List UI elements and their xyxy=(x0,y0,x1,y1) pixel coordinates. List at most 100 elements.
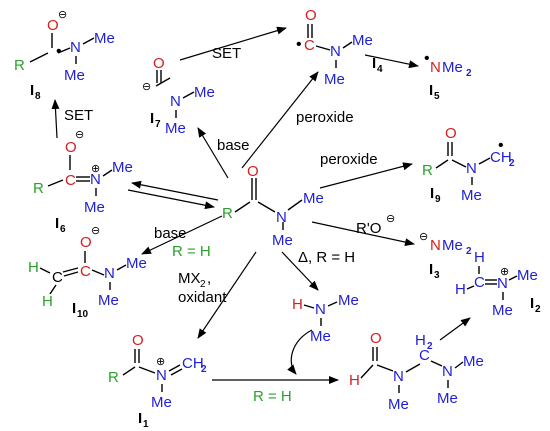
methyl-group: Me xyxy=(151,394,172,411)
condition-base-left: base xyxy=(154,225,187,242)
methyl-group: Me xyxy=(272,232,293,249)
intermediate-label: I xyxy=(530,295,534,312)
label-subscript: 7 xyxy=(155,119,161,130)
atom-oxygen: O xyxy=(370,330,382,347)
mx2-comma: , xyxy=(207,270,211,287)
atom-nitrogen: N xyxy=(90,171,101,188)
radical-dot: • xyxy=(424,50,430,67)
atom-r-group: R xyxy=(222,205,233,222)
plus-charge: ⊕ xyxy=(91,163,100,175)
mx2-subscript: 2 xyxy=(200,279,206,290)
atom-nitrogen: N xyxy=(430,59,441,76)
methyl-group: Me xyxy=(84,199,105,216)
intermediate-i5: • N Me 2 I 5 xyxy=(424,50,472,102)
atom-hydrogen: H xyxy=(292,296,303,313)
atom-oxygen: O xyxy=(47,17,59,34)
intermediate-label: I xyxy=(430,185,434,202)
arrow-to-i1 xyxy=(197,251,257,339)
plus-charge: ⊕ xyxy=(500,266,509,278)
reaction-arrows xyxy=(51,26,471,384)
dimethylamine: H N Me Me xyxy=(292,292,359,345)
condition-peroxide-right: peroxide xyxy=(320,151,378,168)
label-subscript: 5 xyxy=(434,91,440,102)
intermediate-i9: O R N CH 2 • Me I 9 xyxy=(422,125,515,205)
methyl-group: Me xyxy=(94,30,115,47)
minus-charge: ⊖ xyxy=(91,225,100,237)
methyl-group: Me xyxy=(310,328,331,345)
radical-dot: • xyxy=(56,43,62,60)
atom-hydrogen: H xyxy=(474,249,485,266)
atom-carbon: C xyxy=(65,172,76,189)
label-subscript: 9 xyxy=(435,194,441,205)
arrow-to-i4 xyxy=(241,71,319,169)
subscript-two: 2 xyxy=(466,68,472,79)
intermediate-i1: O R N ⊕ CH 2 Me I 1 xyxy=(108,332,207,430)
intermediate-label: I xyxy=(429,261,433,278)
atom-oxygen: O xyxy=(132,332,144,349)
atom-carbon: C xyxy=(419,347,430,364)
arrow-i6-to-i8 xyxy=(51,99,60,139)
label-subscript: 3 xyxy=(434,270,440,281)
arrow-i6-to-substrate xyxy=(127,189,215,210)
condition-r-eq-h-bottom: R = H xyxy=(253,388,292,405)
condition-peroxide-upper: peroxide xyxy=(296,109,354,126)
radical-dot: • xyxy=(296,36,302,53)
atom-oxygen: O xyxy=(80,234,92,251)
intermediate-label: I xyxy=(55,215,59,232)
methyl-group: Me xyxy=(64,67,85,84)
arrow-to-i7 xyxy=(197,127,229,179)
intermediate-i10: O ⊖ C H C H N Me Me I 10 xyxy=(28,225,147,320)
methylene-group: CH xyxy=(490,149,512,166)
condition-set-left: SET xyxy=(64,107,93,124)
atom-nitrogen: N xyxy=(315,301,326,318)
methyl-group: Me xyxy=(165,120,186,137)
minus-charge: ⊖ xyxy=(58,9,67,21)
methyl-group: Me xyxy=(437,390,458,407)
atom-hydrogen: H xyxy=(415,332,426,349)
curved-attack-arrow xyxy=(287,329,313,375)
atom-nitrogen: N xyxy=(430,237,441,254)
intermediate-i4: O • C N Me Me I 4 xyxy=(296,7,383,88)
condition-oxidant: oxidant xyxy=(178,289,227,306)
atom-oxygen: O xyxy=(247,163,259,180)
atom-nitrogen: N xyxy=(393,368,404,385)
methyl-group: Me xyxy=(324,71,345,88)
radical-dot: • xyxy=(498,137,504,154)
condition-mx2: MX xyxy=(178,270,201,287)
atom-oxygen: O xyxy=(65,139,77,156)
methyl-group: Me xyxy=(517,267,538,284)
atom-nitrogen: N xyxy=(497,275,508,292)
atom-nitrogen: N xyxy=(466,160,477,177)
intermediate-label: I xyxy=(30,82,34,99)
atom-carbon: C xyxy=(80,263,91,280)
arrow-to-i6 xyxy=(131,180,219,201)
reaction-conditions: SET SET base peroxide peroxide R'O ⊖ bas… xyxy=(64,45,395,405)
minus-charge: ⊖ xyxy=(75,129,84,141)
arrow-to-i9 xyxy=(319,162,413,189)
intermediate-i3: ⊖ N Me 2 I 3 xyxy=(419,231,472,281)
methyl-group: Me xyxy=(338,292,359,309)
atom-nitrogen: N xyxy=(170,93,181,110)
methyl-group: Me xyxy=(492,302,513,319)
dimethyl-group: Me xyxy=(442,59,463,76)
intermediate-label: I xyxy=(138,410,142,427)
atom-hydrogen: H xyxy=(42,293,53,310)
label-subscript: 8 xyxy=(35,91,41,102)
atom-nitrogen: N xyxy=(442,363,453,380)
atom-r-group: R xyxy=(33,180,44,197)
methyl-group: Me xyxy=(98,292,119,309)
atom-hydrogen: H xyxy=(349,372,360,389)
methyl-group: Me xyxy=(194,84,215,101)
atom-nitrogen: N xyxy=(156,367,167,384)
label-subscript: 1 xyxy=(143,419,149,430)
arrow-i4-to-i5 xyxy=(364,54,419,69)
arrow-aminal-to-i2 xyxy=(439,317,471,341)
atom-carbon: C xyxy=(304,37,315,54)
intermediate-label: I xyxy=(372,55,376,72)
subscript-two: 2 xyxy=(201,364,207,375)
condition-base-upper: base xyxy=(217,137,250,154)
atom-r-group: R xyxy=(108,369,119,386)
central-substrate: O R N Me Me xyxy=(222,163,324,249)
arrow-to-amine xyxy=(281,251,319,291)
